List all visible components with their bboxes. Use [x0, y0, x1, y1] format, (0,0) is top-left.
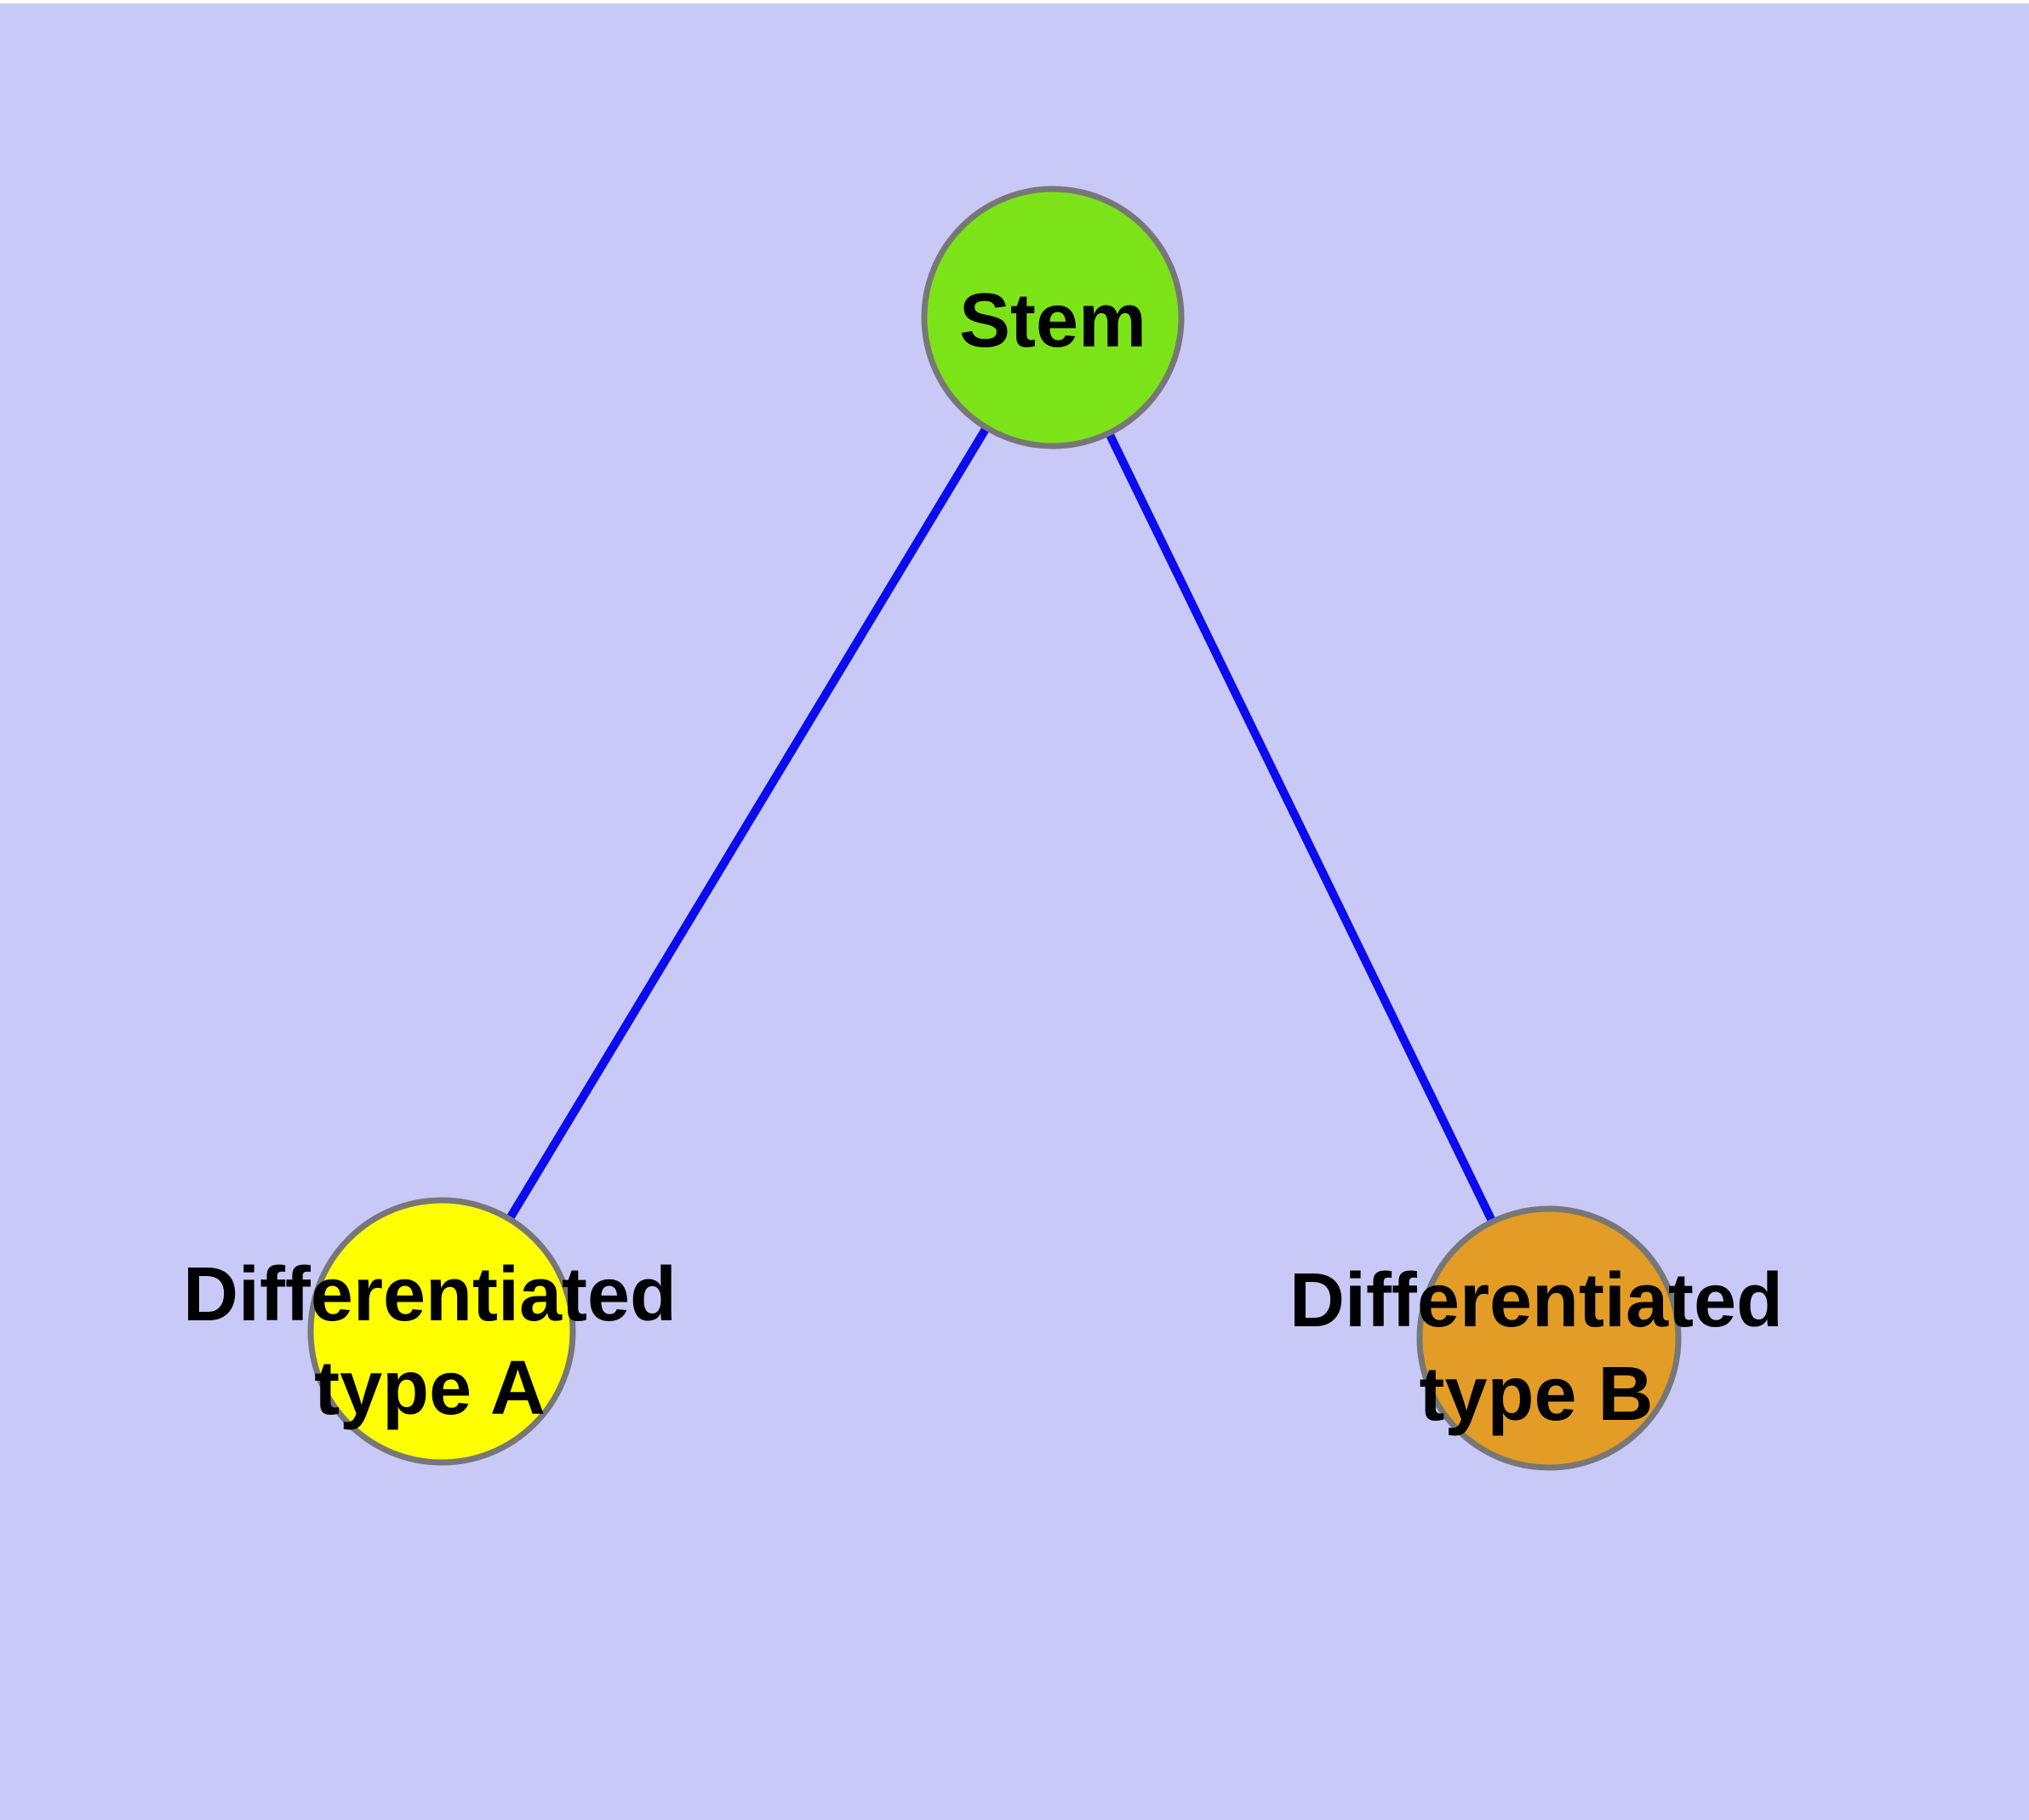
node-type-a-label-line2: type A [314, 1346, 546, 1431]
node-type-a-label-line1: Differentiated [183, 1252, 677, 1337]
top-margin [0, 0, 2029, 3]
node-stem-circle [921, 186, 1185, 449]
node-stem-label: Stem [959, 278, 1146, 363]
node-type-b-label-line1: Differentiated [1289, 1258, 1783, 1343]
edge-stem-to-type-a [437, 315, 1057, 1334]
edge-stem-to-type-b [1049, 315, 1553, 1341]
node-type-a-circle [307, 1197, 576, 1466]
node-type-b-circle [1416, 1205, 1682, 1471]
node-type-b-label-line2: type B [1419, 1352, 1653, 1437]
